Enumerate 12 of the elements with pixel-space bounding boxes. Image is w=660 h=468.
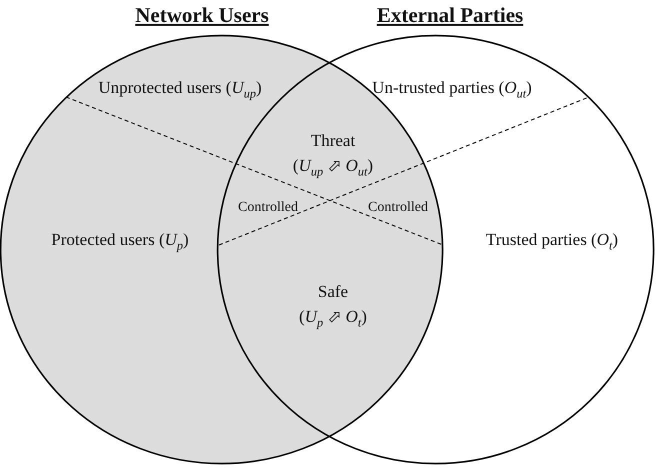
region-label: Un-trusted parties (O$_{ut}$) (372, 78, 532, 98)
region-label: Unprotected users (U$_{up}$) (98, 78, 262, 98)
region-label: Controlled (368, 200, 428, 216)
region-label: Controlled (238, 200, 298, 216)
region-label: Protected users (U$_{p}$) (51, 230, 189, 250)
region-label: Trusted parties (O$_{t}$) (486, 230, 618, 250)
set-title: External Parties (376, 2, 524, 28)
region-label: Safe (318, 282, 348, 302)
set-title: Network Users (135, 2, 269, 28)
formula: (U$_{p}$ ⬀ O$_{t}$) (299, 307, 367, 327)
formula: (U$_{up}$ ⬀ O$_{ut}$) (292, 156, 374, 176)
region-label: Threat (310, 131, 356, 151)
